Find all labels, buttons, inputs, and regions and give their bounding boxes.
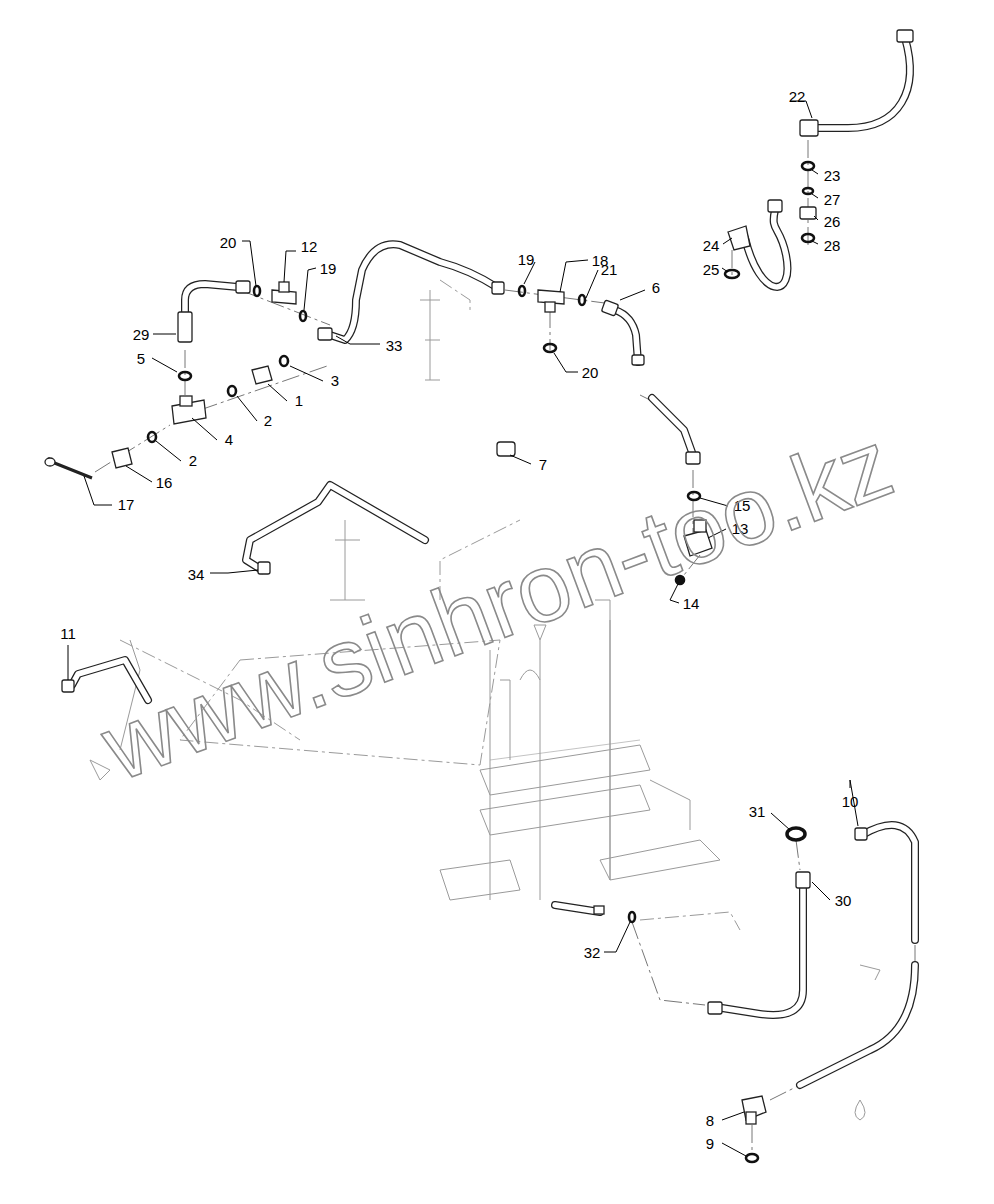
fittings xyxy=(45,30,913,1124)
callout-number: 6 xyxy=(652,280,660,295)
callout-number: 11 xyxy=(60,626,76,641)
callout-number: 14 xyxy=(683,596,700,611)
callout-number: 7 xyxy=(539,457,547,472)
callout-number: 16 xyxy=(156,475,173,490)
callout-number: 4 xyxy=(225,432,233,447)
callout-number: 22 xyxy=(789,89,806,104)
callout-number: 30 xyxy=(835,893,852,908)
callout-number: 27 xyxy=(824,192,841,207)
callout-number: 12 xyxy=(301,239,318,254)
callout-number: 2 xyxy=(264,413,272,428)
callout-number: 10 xyxy=(842,794,859,809)
callout-number: 20 xyxy=(220,235,237,250)
callout-number: 21 xyxy=(601,262,618,277)
callout-number: 17 xyxy=(118,497,135,512)
callout-number: 23 xyxy=(824,168,841,183)
callout-number: 19 xyxy=(320,261,337,276)
callout-number: 2 xyxy=(189,453,197,468)
callout-number: 33 xyxy=(386,338,403,353)
callout-number: 3 xyxy=(331,373,339,388)
callout-number: 1 xyxy=(295,393,303,408)
callout-number: 32 xyxy=(584,945,601,960)
callout-number: 29 xyxy=(133,327,150,342)
callout-number: 28 xyxy=(824,238,841,253)
callout-number: 9 xyxy=(706,1136,714,1151)
callout-number: 34 xyxy=(188,567,205,582)
callout-number: 5 xyxy=(137,351,145,366)
callout-number: 24 xyxy=(703,238,720,253)
watermark: www.sinhron-too.kz xyxy=(90,414,903,795)
pipes xyxy=(72,38,915,1085)
callout-number: 26 xyxy=(824,214,841,229)
callout-number: 31 xyxy=(749,804,766,819)
callout-number: 20 xyxy=(582,365,599,380)
callout-number: 19 xyxy=(518,252,535,267)
callout-number: 25 xyxy=(703,262,720,277)
callout-number: 8 xyxy=(706,1113,714,1128)
